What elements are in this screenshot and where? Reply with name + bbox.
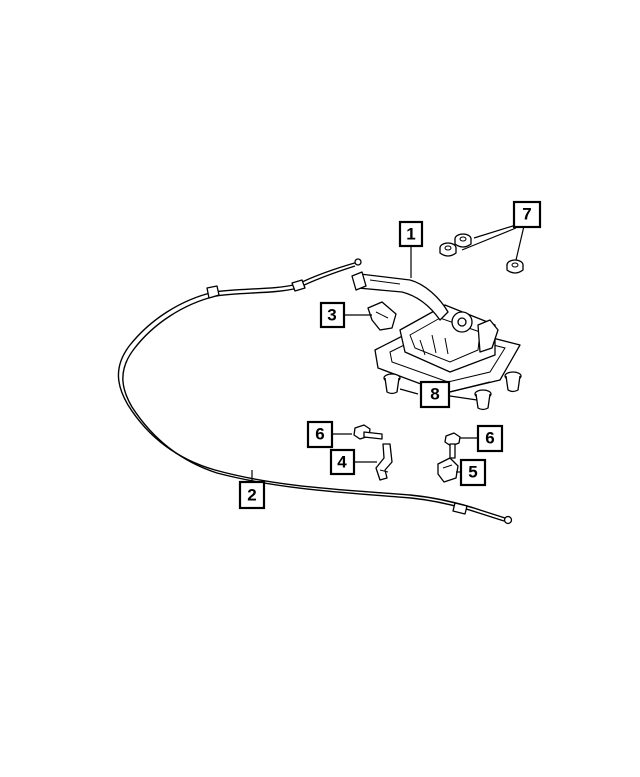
- bracket-part: [367, 301, 397, 331]
- callout-4-label: 4: [337, 453, 347, 472]
- callout-6-right: 6: [476, 424, 504, 453]
- callout-6-right-label: 6: [485, 429, 494, 448]
- nut-1: [454, 233, 472, 248]
- callout-5: 5: [459, 458, 487, 487]
- callout-6-left-label: 6: [315, 425, 324, 444]
- spacer-1: [383, 373, 401, 395]
- callout-3: 3: [319, 301, 346, 329]
- spacer-3: [504, 371, 522, 393]
- callout-8: 8: [419, 380, 451, 409]
- nut-3: [506, 259, 524, 274]
- callout-5-label: 5: [468, 463, 477, 482]
- spacer-2: [474, 389, 492, 411]
- brake-lever-assembly: [351, 271, 521, 394]
- bolt-right: [444, 432, 461, 459]
- cable-assembly: [117, 258, 513, 525]
- callout-7-label: 7: [522, 205, 531, 224]
- callout-7: 7: [512, 200, 542, 229]
- bolt-left: [353, 424, 383, 440]
- callout-3-label: 3: [327, 306, 336, 325]
- clip-bracket: [437, 457, 459, 483]
- callout-8-label: 8: [430, 385, 439, 404]
- callout-1-label: 1: [406, 225, 415, 244]
- callout-1: 1: [398, 220, 424, 248]
- callout-2-label: 2: [247, 486, 256, 505]
- callout-6-left: 6: [306, 420, 334, 449]
- nut-2: [439, 242, 457, 257]
- callout-2: 2: [238, 480, 266, 510]
- spacer-group: [383, 371, 522, 411]
- cable-clip: [375, 443, 393, 481]
- nut-group: [439, 233, 524, 274]
- callout-4: 4: [329, 448, 356, 476]
